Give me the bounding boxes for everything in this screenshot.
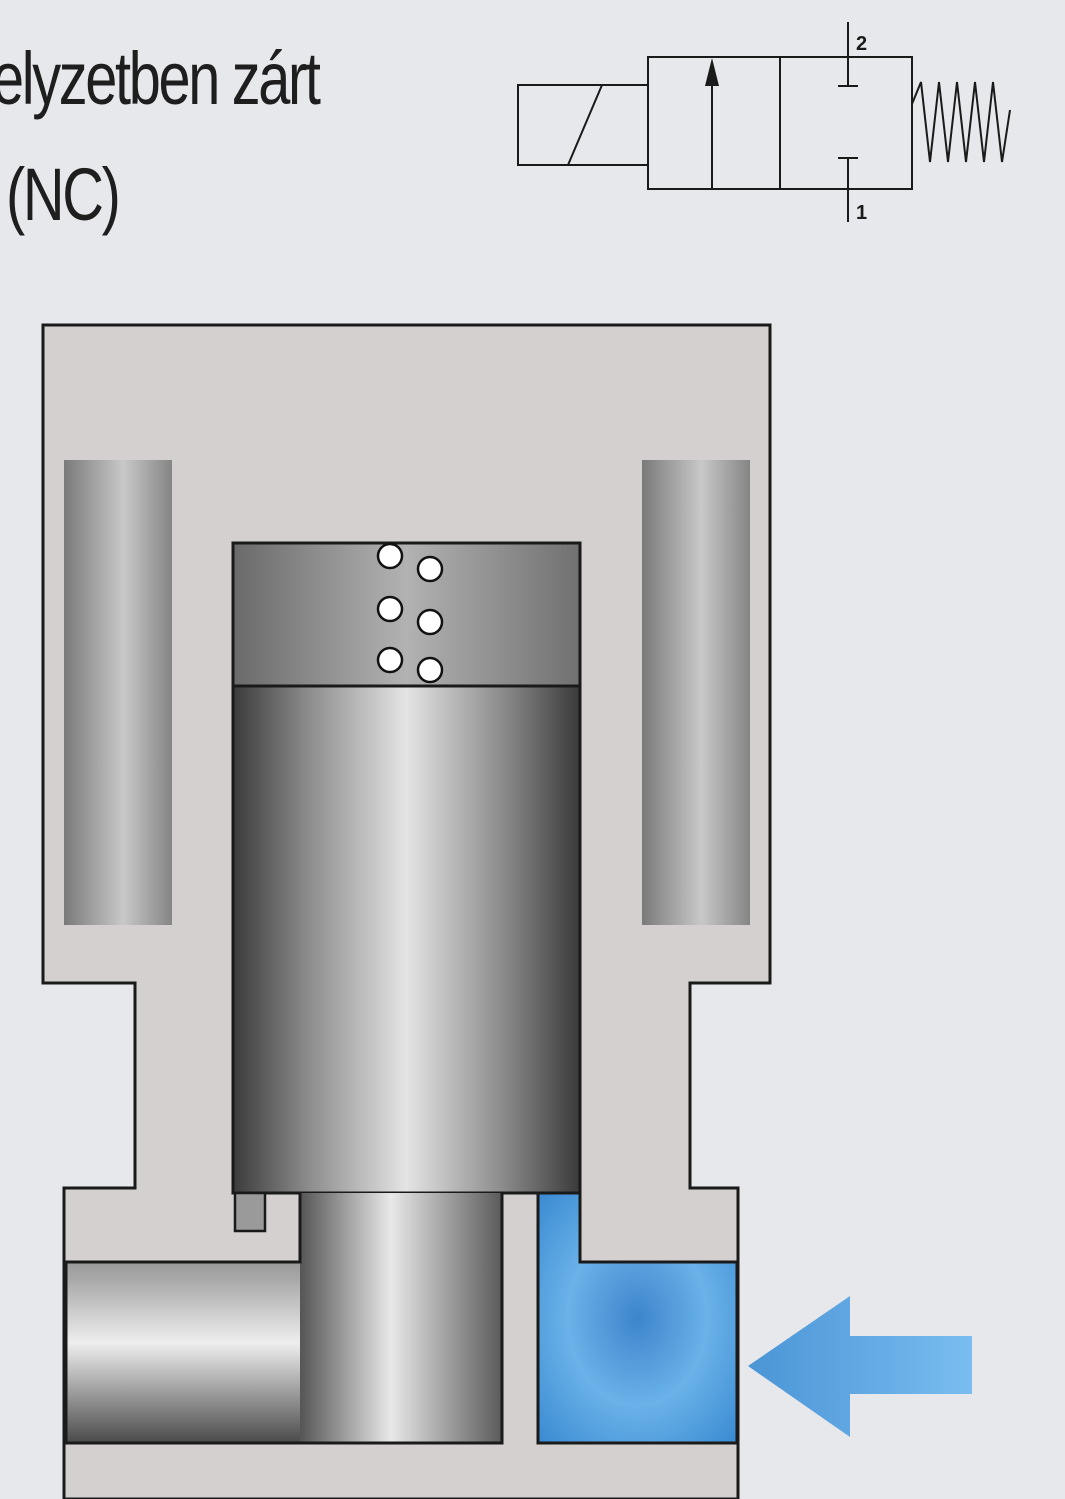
title-line-2: (NC): [6, 153, 121, 236]
valve-symbol: [517, 22, 1011, 222]
core-chamber: [231, 541, 582, 690]
air-bubbles: [376, 542, 444, 684]
solenoid-slash: [567, 84, 603, 166]
bubble-icon: [416, 656, 444, 684]
flow-arrow-head: [705, 58, 719, 86]
plunger: [231, 684, 582, 1195]
coil-right: [642, 460, 750, 925]
valve-square-right: [779, 56, 913, 190]
bubble-icon: [416, 555, 444, 583]
inlet-fluid: [536, 1191, 739, 1445]
bubble-icon: [376, 595, 404, 623]
port-2-label: 2: [856, 33, 867, 55]
seal-nub: [233, 1191, 267, 1233]
arrow-left-icon: [748, 1296, 972, 1437]
port-1-label: 1: [856, 202, 867, 224]
bubble-icon: [376, 542, 404, 570]
bubble-icon: [376, 646, 404, 674]
spring-icon: [911, 81, 1011, 163]
coil-left: [64, 460, 172, 925]
solenoid-box: [517, 84, 649, 166]
title-line-1: elyzetben zárt: [0, 37, 321, 120]
outlet-outline: [66, 1193, 504, 1445]
valve-stem: [300, 1193, 502, 1443]
bubble-icon: [416, 608, 444, 636]
